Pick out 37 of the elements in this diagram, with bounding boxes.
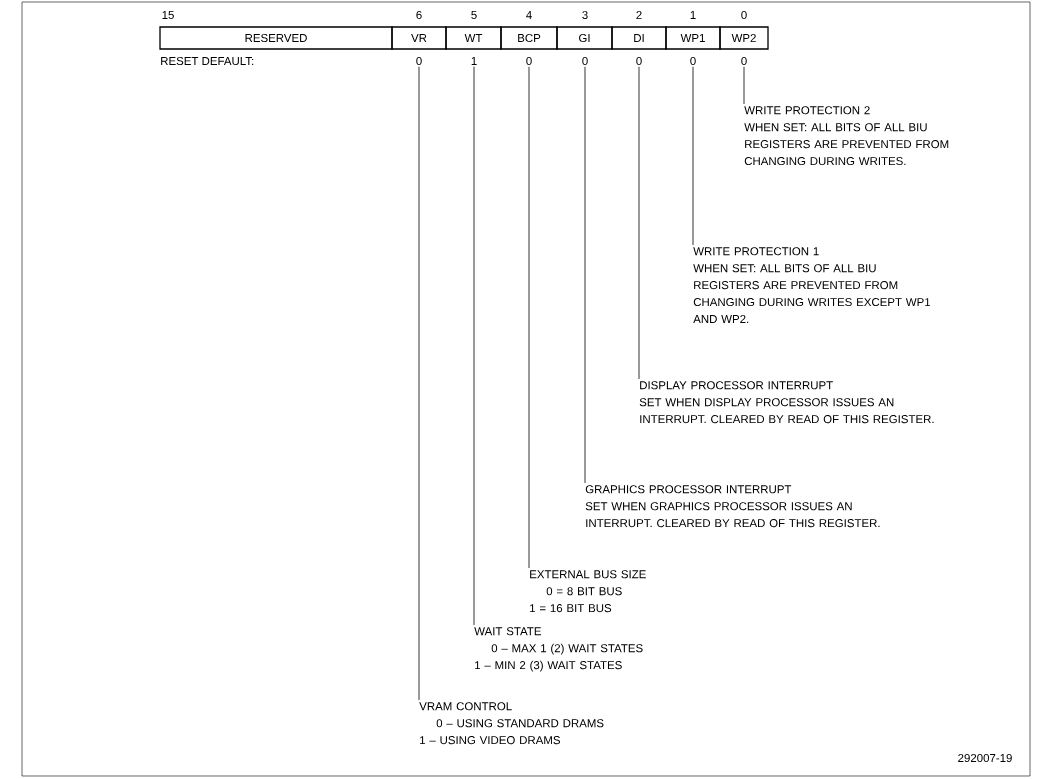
leader-line <box>418 66 420 701</box>
leader-line <box>692 66 694 246</box>
bit-description: GRAPHICS PROCESSOR INTERRUPT SET WHEN GRAPHICS PROCESSOR ISSUES AN INTERRUPT. CLEARED BY READ OF THIS REGISTER. <box>585 485 880 528</box>
bit-number: 0 <box>741 10 747 20</box>
register-cell: RESERVED <box>159 26 393 50</box>
bit-number: 1 <box>690 11 696 19</box>
leader-line <box>473 66 475 626</box>
bit-number: 2 <box>636 11 642 19</box>
bit-number: 4 <box>526 11 532 19</box>
register-cell: WP1 <box>665 26 721 50</box>
leader-line <box>528 66 530 569</box>
register-cell: WP2 <box>719 26 769 50</box>
bit-number: 3 <box>582 10 588 20</box>
reset-value: 0 <box>526 56 532 66</box>
register-cell: WT <box>445 26 502 50</box>
leader-line <box>638 66 640 380</box>
register-cell: GI <box>556 26 613 50</box>
bit-description: EXTERNAL BUS SIZE 0 = 8 BIT BUS 1 = 16 BIT BUS <box>530 570 646 613</box>
register-cell: BCP <box>500 26 558 50</box>
bit-description: WAIT STATE 0 – MAX 1 (2) WAIT STATES 1 – MIN 2 (3) WAIT STATES <box>474 627 643 672</box>
register-cell: VR <box>391 26 447 50</box>
reset-value: 0 <box>416 56 422 66</box>
reset-value: 0 <box>636 56 642 66</box>
bit-number: 5 <box>471 11 477 19</box>
register-cell: DI <box>611 26 667 50</box>
bit-number: 6 <box>416 10 422 20</box>
reset-value: 0 <box>741 56 747 66</box>
reset-value: 0 <box>582 56 588 66</box>
reset-value: 0 <box>690 56 696 66</box>
bit-description: VRAM CONTROL 0 – USING STANDARD DRAMS 1 – USING VIDEO DRAMS <box>419 702 604 745</box>
bit-description: WRITE PROTECTION 2 WHEN SET: ALL BITS OF ALL BIU REGISTERS ARE PREVENTED FROM CHANGING DURING WRITES. <box>744 106 949 166</box>
figure-number: 292007-19 <box>958 753 1012 763</box>
leader-line <box>584 66 586 484</box>
reset-value: 1 <box>471 57 477 65</box>
bit-description: DISPLAY PROCESSOR INTERRUPT SET WHEN DISPLAY PROCESSOR ISSUES AN INTERRUPT. CLEARED BY READ OF THIS REGISTER. <box>639 381 934 424</box>
leader-line <box>743 66 745 105</box>
bit-description: WRITE PROTECTION 1 WHEN SET: ALL BITS OF ALL BIU REGISTERS ARE PREVENTED FROM CHANGING DURING WRITES EXCEPT WP1 AND WP2. <box>693 247 931 323</box>
